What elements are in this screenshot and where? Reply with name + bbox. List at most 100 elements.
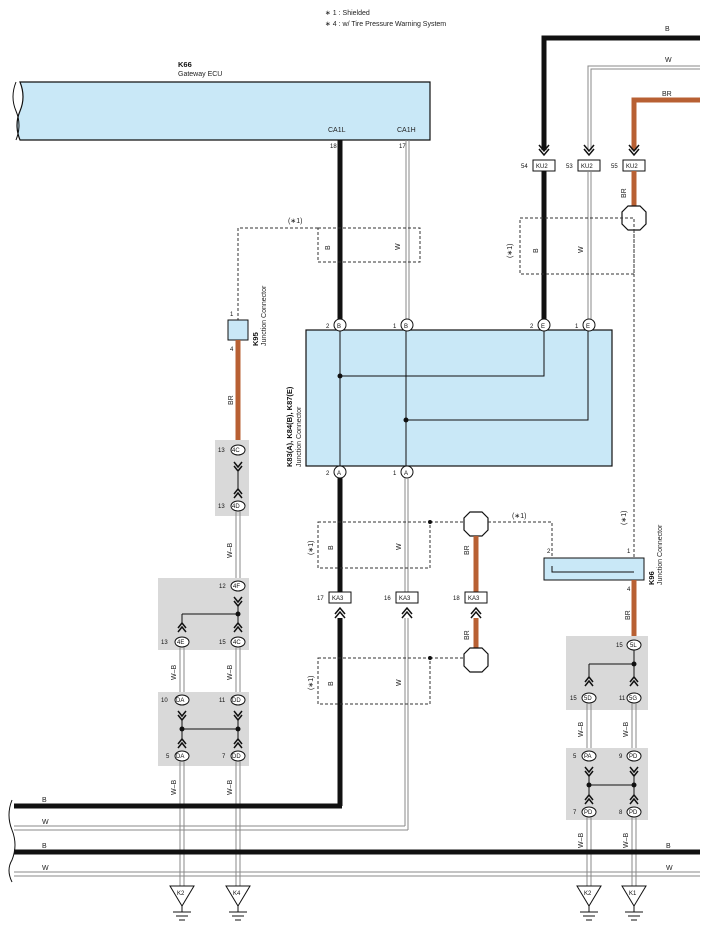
left-s3-id-r: DD (232, 698, 241, 704)
cav-b: B (337, 324, 341, 330)
left-s4-pin-l-num: 5 (166, 754, 170, 760)
left-s4-pin-r-num: 7 (222, 754, 226, 760)
pin-circle-b2 (333, 318, 347, 332)
bus-break-mark (8, 799, 16, 883)
right-s2-pin-br-num: 8 (619, 810, 623, 816)
bus-label-b-3: B (666, 843, 671, 850)
wire-label-wb-6: W–B (578, 722, 585, 738)
left-s3-id-l: DA (176, 698, 184, 704)
wire-label-b-top: B (665, 26, 670, 33)
wire-label-br-top: BR (662, 91, 672, 98)
right-s2-pin-l-num: 5 (573, 754, 577, 760)
left-s3-pin-r (230, 694, 246, 706)
pin-a2: 2 (326, 471, 330, 477)
wire-label-wb-2: W–B (171, 665, 178, 681)
right-s1-pin-r-num: 11 (619, 696, 626, 702)
chevron-icon (233, 737, 243, 749)
wire-label-w-top: W (665, 57, 672, 64)
left-s3-pin-l-num: 10 (161, 698, 168, 704)
shield-label-right: (∗1) (621, 511, 628, 525)
wire-label-wb-1: W–B (227, 543, 234, 559)
bus-label-w-3: W (666, 865, 673, 872)
chevron-icon (629, 793, 639, 805)
k96-code: K96 (647, 571, 656, 585)
right-s2-pin-l (581, 750, 597, 762)
k96-name: Junction Connector (657, 524, 664, 585)
ku2-label: KU2 (581, 164, 593, 170)
pin-circle-e2 (537, 318, 551, 332)
pin-a1: 1 (393, 471, 397, 477)
wire-label-br-3: BR (464, 545, 471, 555)
right-s2-id-br: PD (629, 810, 638, 816)
pin-circle-a1 (400, 465, 414, 479)
chevron-icon (583, 144, 595, 157)
note-shielded: ∗ 1 : Shielded (325, 10, 370, 17)
wire-label-w-1: W (395, 243, 402, 250)
ecu-code: K66 (178, 60, 192, 69)
wire-b-top-right (541, 35, 700, 150)
right-s2-id-l: PA (584, 754, 592, 760)
bus-label-b-2: B (42, 843, 47, 850)
left-s4-pin-l (174, 750, 190, 762)
wire-label-w-2: W (578, 246, 585, 253)
shield-box-top (317, 227, 421, 263)
wire-label-b-1: B (325, 245, 332, 250)
shield-label-top-right: (∗1) (507, 244, 514, 258)
chevron-icon (177, 621, 187, 633)
wire-w-top-right (590, 68, 700, 150)
ground-label-4: K1 (629, 891, 637, 897)
chevron-icon (628, 144, 640, 157)
cav-a: A (337, 471, 341, 477)
pin-e1: 1 (575, 324, 579, 330)
ground-icon (169, 885, 195, 921)
wire-label-wb-4: W–B (171, 780, 178, 796)
shield-ground-octagon (463, 647, 489, 673)
ku2-label: KU2 (626, 164, 638, 170)
left-s2-pin-top: 12 (219, 584, 226, 590)
ecu-name: Gateway ECU (178, 71, 222, 78)
shield-box-mid (317, 521, 431, 569)
cav-a: A (404, 471, 408, 477)
wire-label-wb-3: W–B (227, 665, 234, 681)
left-s2-pin-l-num: 13 (161, 640, 168, 646)
junction-main-codes: K83(A), K84(B), K87(E) (285, 386, 294, 467)
left-s2-top-pin (230, 580, 246, 592)
ground-label-1: K2 (177, 891, 185, 897)
chevron-icon (233, 461, 243, 473)
ka3-connector-17 (328, 591, 352, 604)
right-s2-pin-r-num: 9 (619, 754, 623, 760)
k96-pin-right: 1 (627, 549, 631, 555)
left-s2-id-l: 4E (177, 640, 184, 646)
left-s2-pin-r-num: 15 (219, 640, 226, 646)
note-tpws: ∗ 4 : w/ Tire Pressure Warning System (325, 21, 446, 28)
shield-label-top: (∗1) (288, 218, 302, 225)
chevron-icon (233, 621, 243, 633)
wire-label-br-2: BR (621, 188, 628, 198)
right-s1-pin-top: 15 (616, 643, 623, 649)
wire-label-b-3: B (328, 545, 335, 550)
right-s2-pin-bl-num: 7 (573, 810, 577, 816)
junction-main-name: Junction Connector (296, 406, 303, 467)
chevron-icon (334, 606, 346, 619)
ground-label-3: K2 (584, 891, 592, 897)
left-s3-pin-r-num: 11 (219, 698, 226, 704)
ka3-connector-18 (464, 591, 488, 604)
wire-label-wb-9: W–B (623, 833, 630, 849)
left-s2-id-r: 4C (233, 640, 241, 646)
left-s1-id-top: 4C (232, 448, 240, 454)
shield-label-mid: (∗1) (308, 541, 315, 555)
pin-circle-e1 (582, 318, 596, 332)
bus-label-b-1: B (42, 797, 47, 804)
ground-icon (576, 885, 602, 921)
ka3-label: KA3 (468, 596, 480, 602)
chevron-icon (538, 144, 550, 157)
pin-e2: 2 (530, 324, 534, 330)
ka3-pin-18: 18 (453, 596, 460, 602)
ground-label-2: K4 (233, 891, 241, 897)
wire-label-br-4: BR (464, 630, 471, 640)
left-s2-id-top: 4F (233, 584, 240, 590)
right-s1-pin-l-num: 15 (570, 696, 577, 702)
chevron-icon (584, 793, 594, 805)
ground-icon (621, 885, 647, 921)
